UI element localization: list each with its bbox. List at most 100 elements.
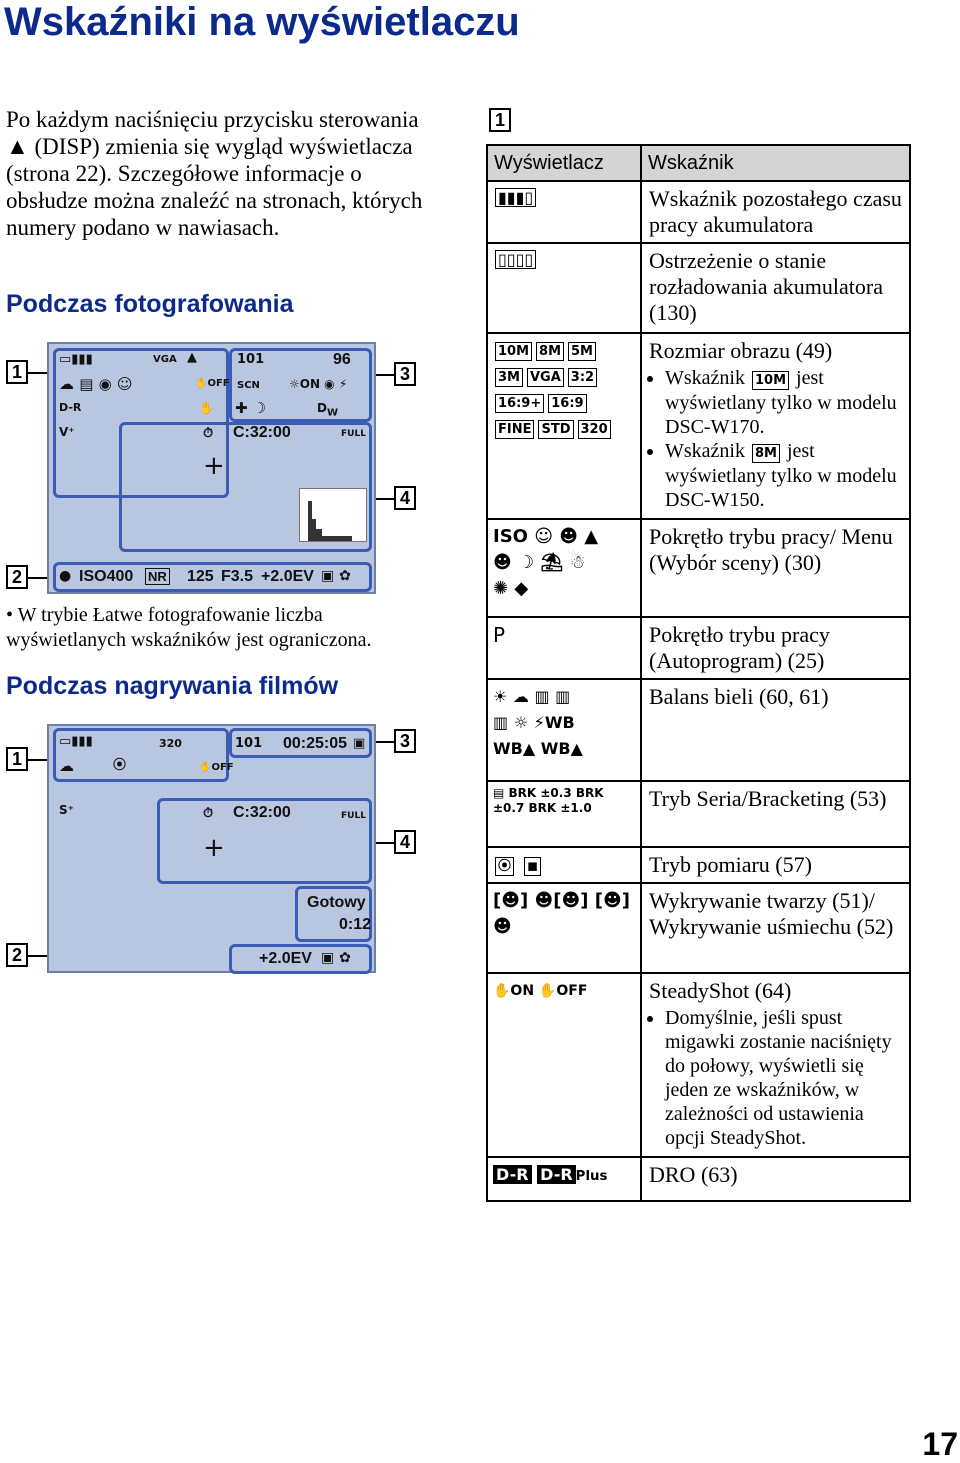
row-text: Balans bieli (60, 61) [640,678,911,782]
photo-screen: ▭▮▮▮ VGA ▲ 101 96 ☁ ▤ ◉ ☺ ✋OFF SCN ☼ON ◉… [47,342,376,594]
steadyshot-icons-cell: ✋ON ✋OFF [486,972,642,1158]
row-text: SteadyShot (64) Domyślnie, jeśli spust m… [640,972,911,1158]
callout-4-movie: 4 [394,830,416,854]
page-number: 17 [922,1426,958,1462]
movie-block-2 [229,944,372,974]
memory-full-icon: FULL [341,429,366,439]
row-text: Pokrętło trybu pracy (Autoprogram) (25) [640,616,911,680]
battery-icon: ▭▮▮▮ [59,352,93,367]
row-text: Pokrętło trybu pracy/ Menu (Wybór sceny)… [640,518,911,618]
callout-3-photo: 3 [394,362,416,386]
movie-remaining-time: 00:25:05 [283,735,348,752]
nr-icon: NR [145,568,170,585]
callout-3-movie: 3 [394,729,416,753]
block-4 [119,422,372,552]
intro-paragraph: Po każdym naciśnięciu przycisku sterowan… [6,107,423,240]
row-text: Rozmiar obrazu (49) Wskaźnik 10M jest wy… [640,332,911,520]
block-2 [53,562,372,592]
indicator-table: Wyświetlacz Wskaźnik ▮▮▮▯ Wskaźnik pozos… [486,144,911,1202]
iso-value: ISO400 [79,568,134,585]
table-row: ▮▮▮▯ Wskaźnik pozostałego czasu pracy ak… [486,180,911,244]
movie-status: Gotowy [307,894,366,911]
row-text: Wykrywanie twarzy (51)/ Wykrywanie uśmie… [640,882,911,974]
scene-icon: SCN [237,380,260,391]
callout-4-photo: 4 [394,486,416,510]
dw-icon: DW [317,401,338,419]
table-row: ISO ☺ ☻ ▲☻ ☽ ⛱ ☃✺ ◆ Pokrętło trybu pracy… [486,518,911,618]
movie-elapsed: 0:12 [339,916,372,933]
steadyshot-icon: ✋ [199,401,214,415]
callout-2-photo: 2 [6,565,28,589]
heading-movie: Podczas nagrywania filmów [6,672,339,700]
heading-photo: Podczas fotografowania [6,290,294,318]
movie-splus-icon: S⁺ [59,803,74,817]
dro-icon: D-R [59,401,82,414]
movie-ev-value: +2.0EV [259,950,312,967]
callout-1-movie: 1 [6,747,28,771]
vplus-icon: V⁺ [59,425,75,439]
movie-memory-icon: ▣ [353,736,366,751]
steadyshot-off-icon: ✋OFF [195,378,230,389]
movie-screen: ▭▮▮▮ 320 101 00:25:05 ▣ ☁ ⦿ ✋OFF S⁺ ⏱ C:… [47,724,376,974]
landscape-icon: ▲ [187,350,197,365]
movie-block-1 [53,728,229,782]
row-text: DRO (63) [640,1156,911,1202]
movie-mode-icon: ☁ [59,757,74,775]
row-text: Tryb pomiaru (57) [640,846,911,884]
battery-icon-cell: ▮▮▮▯ [486,180,642,244]
movie-af-cross-icon: + [203,833,225,863]
movie-block-3 [229,728,372,758]
program-icon-cell: P [486,616,642,680]
callout-2-movie: 2 [6,943,28,967]
ev-value: +2.0EV [261,568,314,585]
folder-icon: 101 [237,352,265,367]
callout-1-photo: 1 [6,360,28,384]
row-text: Tryb Seria/Bracketing (53) [640,780,911,848]
table-header-row: Wyświetlacz Wskaźnik [486,144,911,182]
table-row: P Pokrętło trybu pracy (Autoprogram) (25… [486,616,911,680]
bracket-icons-cell: ▤ BRK ±0.3 BRK ±0.7 BRK ±1.0 [486,780,642,848]
table-row: ▯▯▯▯ Ostrzeżenie o stanie rozładowania a… [486,242,911,334]
movie-block-4 [157,798,372,884]
table-section-number: 1 [489,108,511,132]
movie-memory-full-icon: FULL [341,811,366,821]
metering-icons-cell: ⦿ ◼ [486,846,642,884]
rec-dot-icon: ● [59,568,72,584]
aperture-value: F3.5 [221,568,254,585]
table-row: ✋ON ✋OFF SteadyShot (64) Domyślnie, jeśl… [486,972,911,1158]
easy-mode-note: • W trybie Łatwe fotografowanie liczba w… [6,604,372,651]
movie-battery-icon: ▭▮▮▮ [59,734,93,749]
header-display: Wyświetlacz [486,144,642,182]
image-size-vga-icon: VGA [153,354,177,365]
af-cross-icon: + [203,451,225,481]
block-3 [229,348,372,422]
header-indicator: Wskaźnik [640,144,911,182]
scene-icons-cell: ISO ☺ ☻ ▲☻ ☽ ⛱ ☃✺ ◆ [486,518,642,618]
battery-empty-icon-cell: ▯▯▯▯ [486,242,642,334]
movie-folder-icon: 101 [235,736,263,751]
movie-af-macro-icons: ▣ ✿ [321,950,351,966]
row-text: Wskaźnik pozostałego czasu pracy akumula… [640,180,911,244]
page-title: Wskaźniki na wyświetlaczu [4,0,520,44]
movie-self-timer-icon: ⏱ [203,806,214,821]
shutter-value: 125 [187,568,214,585]
movie-status-block [295,886,372,942]
movie-steadyshot-off-icon: ✋OFF [199,762,234,773]
flash-redeye-icons: ☼ON ◉ ⚡ [289,377,348,391]
row-text: Ostrzeżenie o stanie rozładowania akumul… [640,242,911,334]
self-timer-icon: ⏱ [203,426,214,441]
movie-size-icon: 320 [159,737,182,750]
mode-icons: ☁ ▤ ◉ ☺ [59,375,133,393]
macro-night-icons: ✚ ☽ [235,399,267,417]
movie-self-timer-value: C:32:00 [233,804,291,821]
shots-remaining: 96 [333,351,351,368]
af-macro-icons: ▣ ✿ [321,568,351,584]
table-row: [☻] ☻[☻] [☻]☻ Wykrywanie twarzy (51)/ Wy… [486,882,911,974]
table-row: ▤ BRK ±0.3 BRK ±0.7 BRK ±1.0 Tryb Seria/… [486,780,911,848]
movie-metering-icon: ⦿ [113,758,127,773]
